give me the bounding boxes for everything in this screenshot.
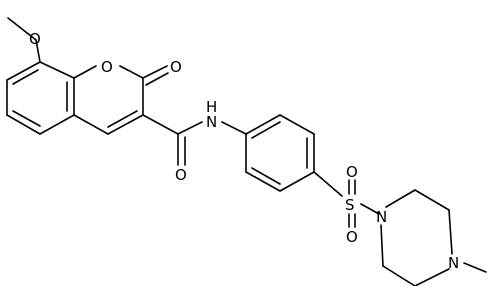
atom-sulfonyl-oxygen-bottom: O [346, 228, 358, 246]
atom-methoxy-oxygen: O [29, 30, 41, 48]
bond-s-npip [360, 203, 380, 215]
atom-labels: O O O N H O S O O N N [29, 30, 459, 272]
bond-c2-o-carbonyl [142, 65, 168, 79]
bond-c3-c4-inner [107, 110, 138, 128]
bond-cc-cd [382, 265, 416, 286]
bond-camide-n [177, 121, 203, 135]
bond-ar2-ar3 [279, 114, 315, 135]
bond-cd-n1 [380, 224, 384, 267]
bond-c5-c4a [39, 114, 75, 135]
atom-ring-oxygen: O [101, 58, 113, 76]
bond-c2-o-carbonyl-2 [145, 72, 169, 86]
bond-c8-c7-inner [12, 69, 39, 85]
bond-o1-c2 [119, 65, 144, 79]
bonds [6, 17, 487, 286]
bond-ar1-ar2-inner [251, 121, 281, 139]
bond-cb-n4 [448, 209, 453, 255]
bond-c8a-o1 [73, 65, 97, 79]
atom-amide-nitrogen: N [206, 113, 217, 131]
bond-c6-c5-inner [12, 110, 41, 127]
bond-n1-ca [385, 189, 416, 208]
bond-ome-c8 [35, 39, 41, 63]
bond-c3-camide [142, 114, 179, 135]
bond-c8-c8a [39, 61, 75, 79]
bond-c8-c7 [6, 61, 41, 81]
bond-ar5-ar6-inner [251, 167, 281, 185]
bond-c3-c4 [107, 114, 144, 135]
bond-n4-methyl [463, 262, 487, 273]
bond-n4-cc [414, 268, 450, 286]
bond-c4-c4a [73, 114, 109, 135]
bond-ar4-s [313, 171, 343, 197]
bond-n-aryl [221, 121, 247, 135]
bond-methyl-ome [7, 17, 37, 41]
bond-ca-cb [414, 189, 450, 211]
atom-sulfur: S [345, 196, 355, 214]
atom-sulfonyl-oxygen-top: O [346, 163, 358, 181]
atom-lactone-carbonyl-oxygen: O [170, 58, 182, 76]
bond-ar1-ar2 [245, 114, 281, 135]
atom-piperazine-nitrogen-4: N [448, 254, 459, 272]
atom-piperazine-nitrogen-1: N [376, 208, 387, 226]
bond-ar5-ar6 [245, 171, 281, 192]
atom-amide-oxygen: O [175, 166, 187, 184]
bond-c6-c5 [6, 114, 41, 135]
bond-ar4-ar5 [279, 171, 315, 192]
atom-amide-hydrogen: H [206, 98, 217, 116]
